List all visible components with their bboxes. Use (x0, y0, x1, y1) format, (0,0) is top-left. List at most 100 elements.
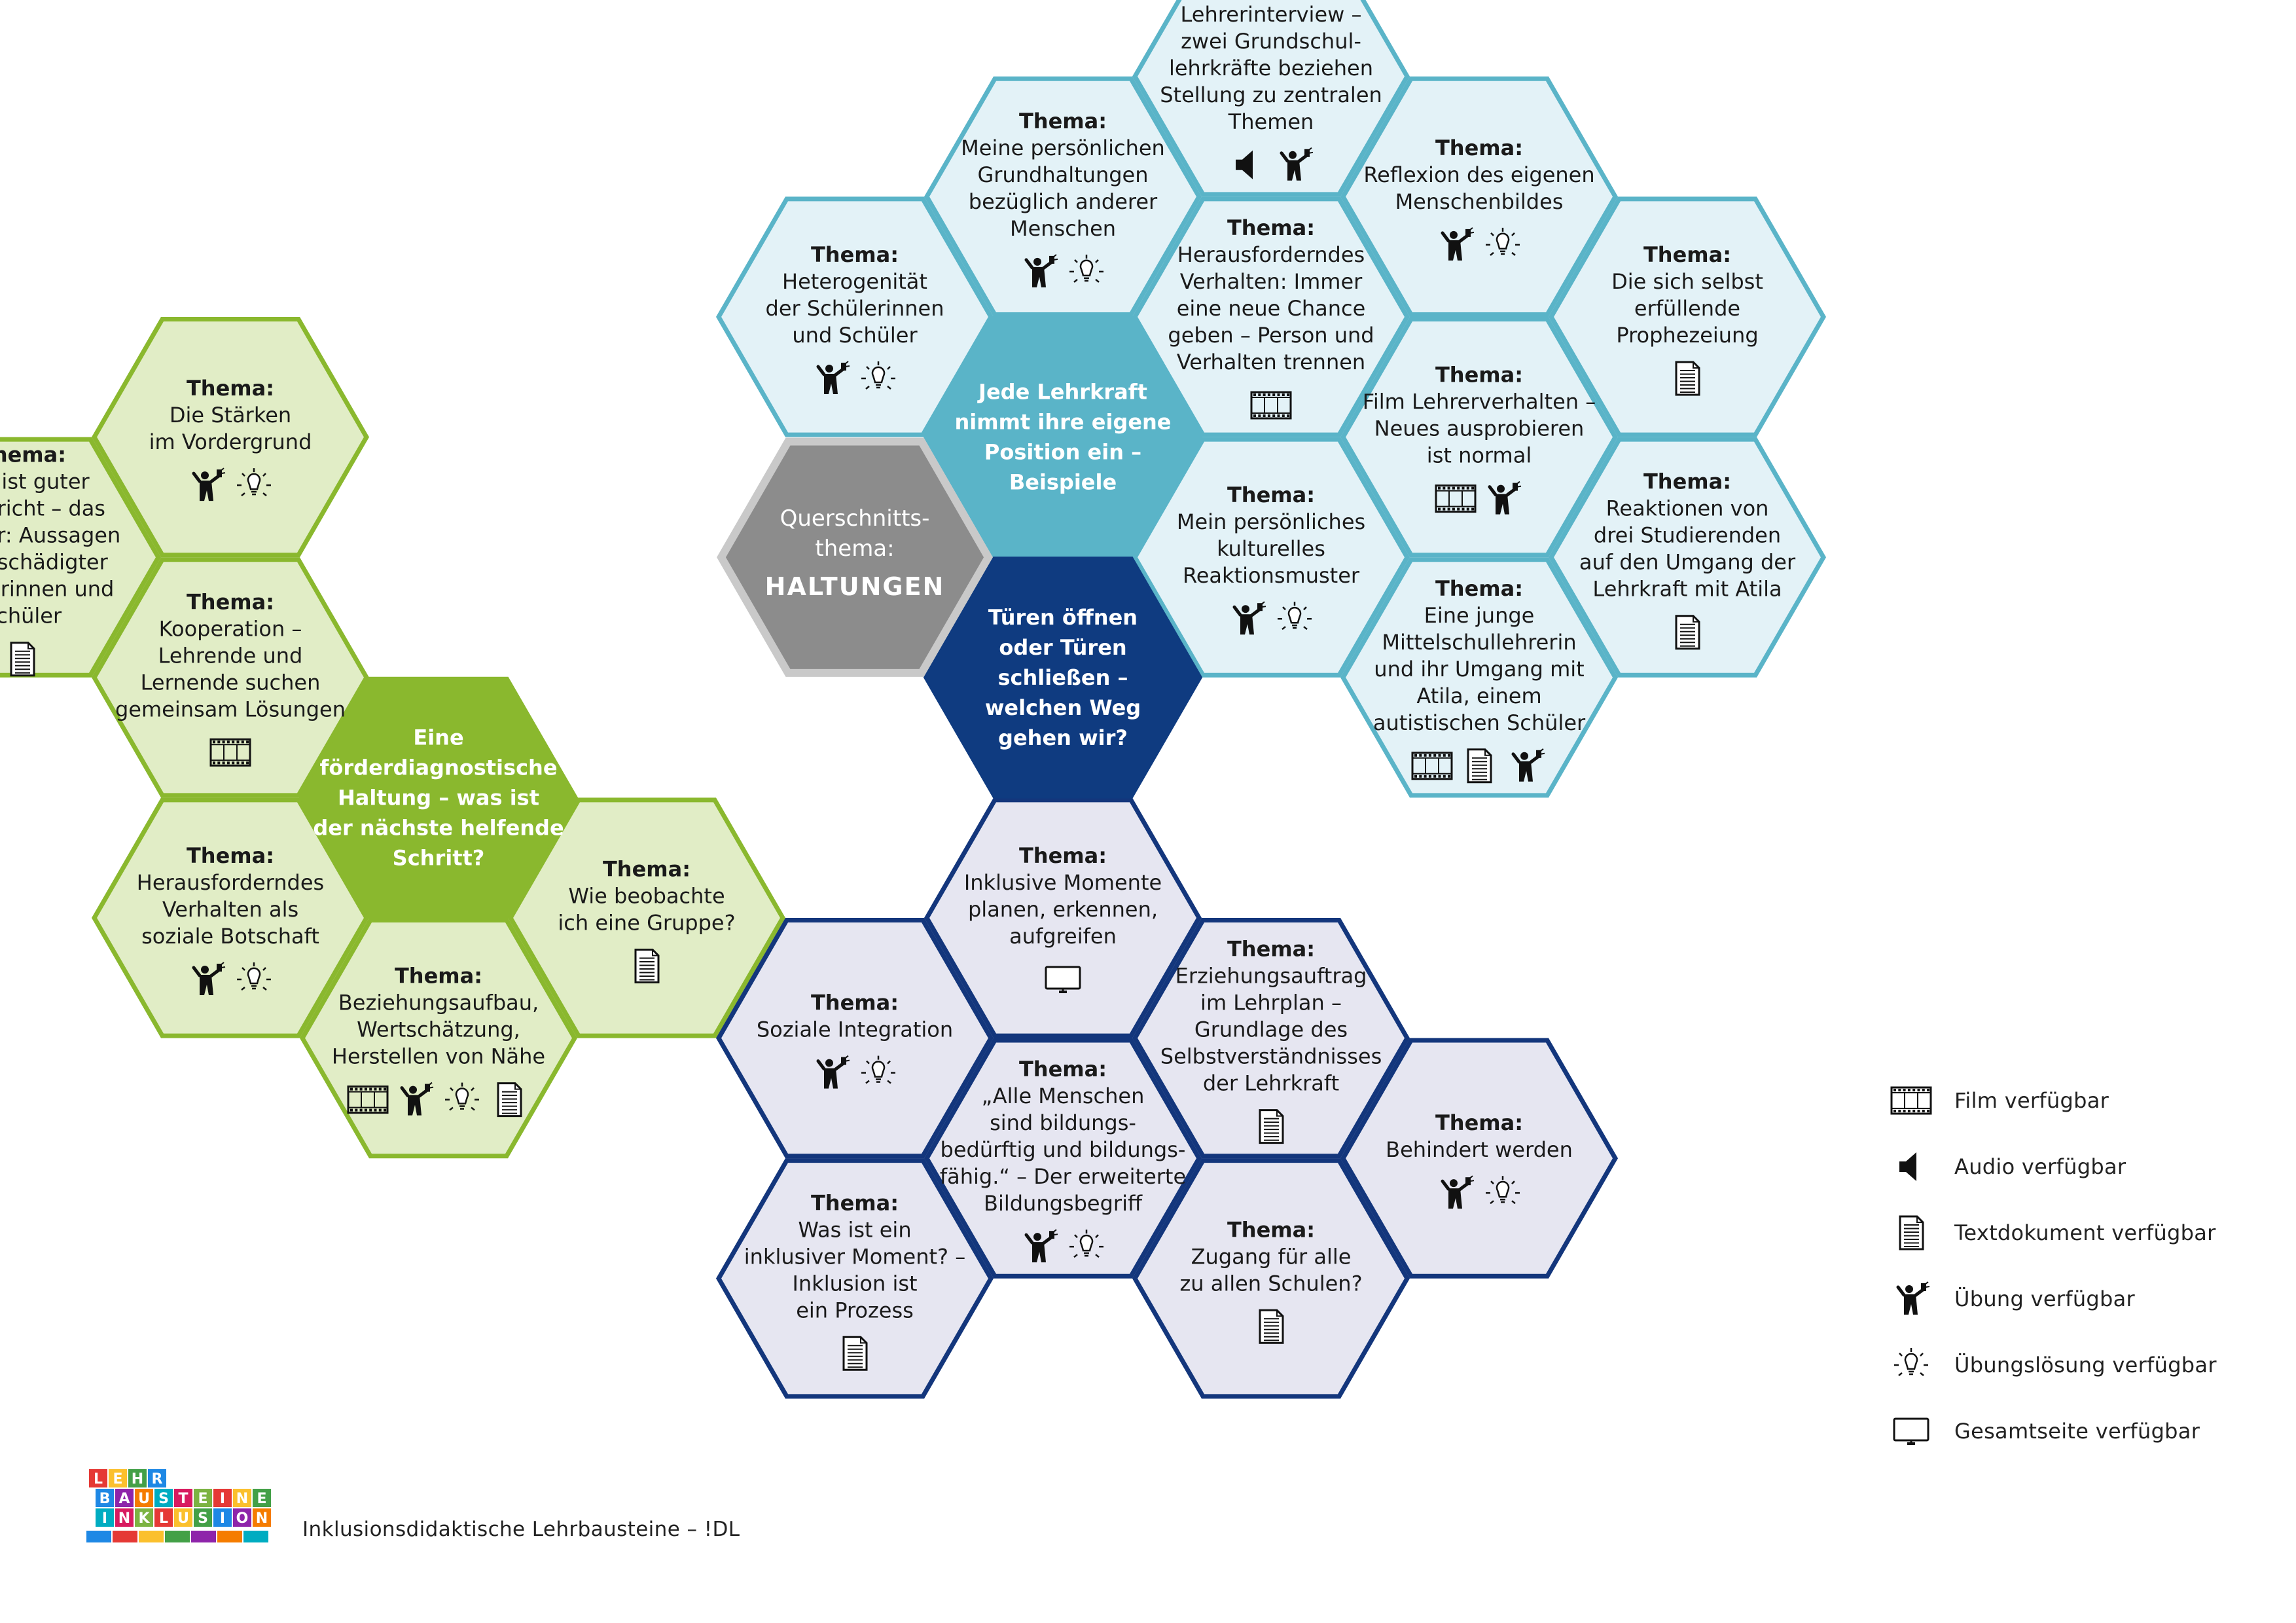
solution-icon (1486, 1176, 1520, 1205)
film-icon (209, 738, 251, 767)
topic-label: Thema: (1435, 363, 1523, 388)
topic-label: Thema: (1227, 937, 1315, 962)
hexagon-shape (715, 196, 994, 437)
topic-hexagon[interactable]: Thema:Soziale Integration (715, 918, 994, 1159)
topic-title: Die Stärken (170, 403, 291, 428)
logo-letter: E (257, 1491, 266, 1507)
topic-hexagon[interactable]: Thema:Beziehungsaufbau,Wertschätzung,Her… (299, 918, 578, 1159)
legend-label: Übungslösung verfügbar (1954, 1352, 2217, 1377)
topic-title: Inklusion ist (792, 1271, 917, 1296)
logo-block (191, 1531, 216, 1542)
center-subtitle: thema: (815, 536, 894, 562)
exercise-icon (1232, 601, 1266, 635)
document-icon (842, 1336, 868, 1371)
topic-hexagon[interactable]: Thema:Meine persönlichenGrundhaltungenbe… (924, 76, 1202, 317)
topic-title: Wie beobachte (568, 883, 725, 908)
hexagon-shape (1340, 76, 1619, 317)
topic-label: Thema: (811, 991, 899, 1015)
topic-label: Thema: (187, 843, 274, 868)
topic-title: „Alle Menschen (982, 1084, 1145, 1108)
topic-hexagon[interactable]: Thema:Kooperation –Lehrende undLernende … (91, 557, 370, 798)
topic-title: planen, erkennen, (968, 897, 1158, 922)
hub-title: welchen Weg (985, 695, 1141, 720)
logo-block (128, 1469, 147, 1487)
hexagon-shape (0, 437, 162, 678)
topic-title: Selbstverständnisses (1160, 1044, 1382, 1069)
center-subtitle: Querschnitts- (780, 505, 930, 532)
logo-block (96, 1508, 114, 1527)
legend-label: Audio verfügbar (1954, 1154, 2126, 1179)
topic-hexagon[interactable]: Thema:Das ist guterUnterricht – dashilft… (0, 437, 162, 678)
topic-title: der Lehrkraft (1203, 1071, 1339, 1096)
film-icon (1435, 484, 1477, 513)
topic-title: Reflexion des eigenen (1363, 162, 1594, 187)
logo-letter: H (132, 1471, 143, 1487)
legend-item: Übung verfügbar (1885, 1266, 2217, 1332)
solution-icon (1069, 1230, 1103, 1258)
topic-title: Herausforderndes (137, 870, 324, 895)
topic-hexagon[interactable]: Thema:Die sich selbsterfüllendeProphezei… (1548, 196, 1827, 437)
topic-hexagon[interactable]: Thema:Film Lehrerverhalten –Neues auspro… (1340, 317, 1619, 558)
topic-title: eine neue Chance (1177, 296, 1366, 321)
hub-title: Jede Lehrkraft (977, 380, 1147, 405)
monitor-icon (1045, 966, 1081, 993)
hub-title: schließen – (997, 665, 1128, 690)
logo-letter: L (94, 1471, 103, 1487)
solution-icon (237, 962, 271, 991)
film-icon (1411, 752, 1453, 780)
topic-label: Thema: (603, 856, 691, 881)
topic-title: bezüglich anderer (969, 189, 1158, 214)
topic-title: inklusiver Moment? – (744, 1244, 965, 1269)
topic-title: Eine junge (1424, 603, 1535, 628)
topic-hexagon[interactable]: Thema:Behindert werden (1340, 1038, 1619, 1279)
logo-letter: U (138, 1491, 150, 1507)
document-icon (1259, 1109, 1284, 1144)
topic-title: sind bildungs- (990, 1110, 1136, 1135)
solution-icon (1885, 1342, 1937, 1388)
topic-title: Zugang für alle (1191, 1244, 1352, 1269)
logo-block (154, 1508, 173, 1527)
logo-block (135, 1508, 153, 1527)
topic-title: bedürftig und bildungs- (941, 1137, 1186, 1162)
topic-title: Wertschätzung, (357, 1017, 520, 1042)
topic-hexagon[interactable]: Thema:Lehrerinterview –zwei Grundschul-l… (1132, 0, 1410, 197)
topic-label: Thema: (1227, 483, 1315, 507)
topic-title: hilft mir: Aussagen (0, 523, 120, 548)
topic-title: lehrkräfte beziehen (1169, 56, 1373, 81)
topic-title: zwei Grundschul- (1181, 29, 1361, 54)
hexagon-shape (1132, 918, 1410, 1159)
logo-block (115, 1508, 134, 1527)
topic-title: aufgreifen (1009, 924, 1117, 949)
topic-hexagon[interactable]: Thema:Reflexion des eigenenMenschenbilde… (1340, 76, 1619, 317)
legend-label: Übung verfügbar (1954, 1286, 2135, 1311)
hub-title: Türen öffnen (988, 605, 1138, 630)
center-hexagon[interactable]: Querschnitts-thema:HALTUNGEN (717, 437, 993, 677)
exercise-icon (1024, 1229, 1058, 1263)
hexagon-shape (715, 918, 994, 1159)
topic-label: Thema: (1227, 1217, 1315, 1242)
topic-title: drei Studierenden (1594, 523, 1781, 548)
topic-hexagon[interactable]: Thema:Mein persönlicheskulturellesReakti… (1132, 437, 1410, 678)
legend-item: Film verfügbar (1885, 1067, 2217, 1133)
topic-title: Lehrkraft mit Atila (1592, 577, 1782, 602)
logo-letter: K (138, 1510, 150, 1527)
topic-title: Die sich selbst (1611, 269, 1763, 294)
hexagon-shape (1340, 557, 1619, 798)
exercise-icon (1488, 481, 1522, 515)
